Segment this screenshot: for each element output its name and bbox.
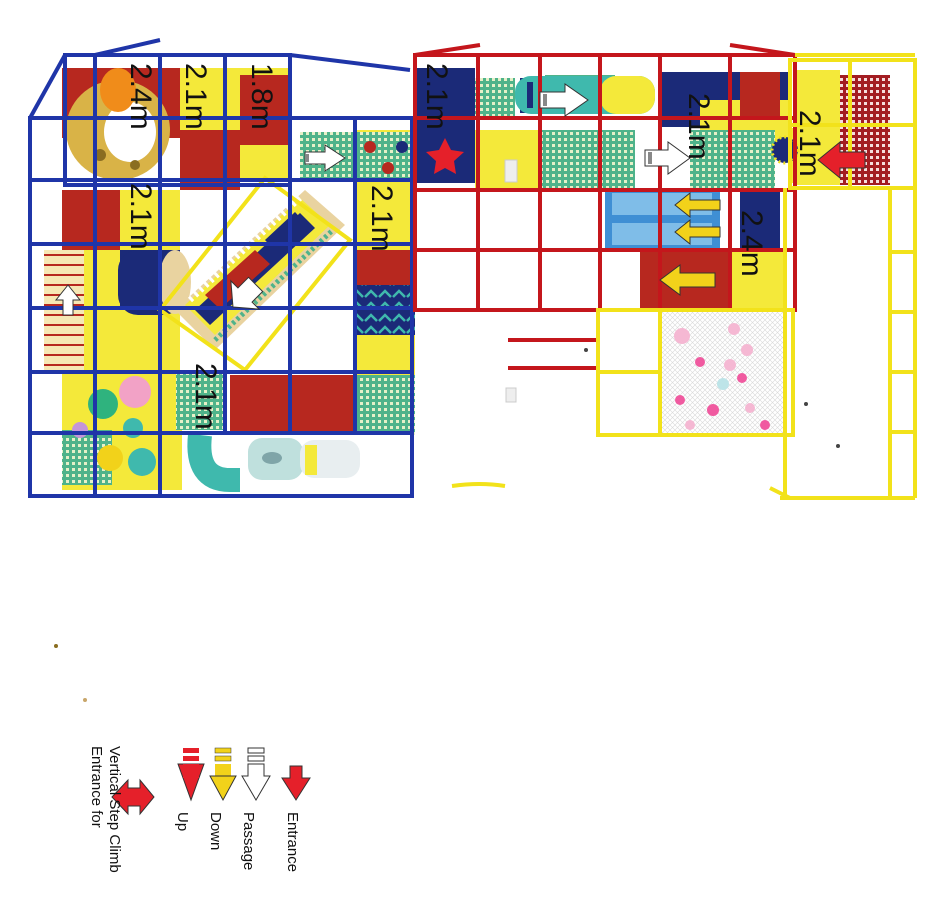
passage-arrow xyxy=(644,141,691,175)
height-label: 2.1m xyxy=(179,63,212,130)
diagonal-stair-ramp xyxy=(175,190,345,350)
legend-passage-icon xyxy=(241,747,271,801)
debris-dot xyxy=(584,348,588,352)
red-frame xyxy=(413,43,797,370)
white-block xyxy=(504,159,518,183)
height-label: 2.4m xyxy=(735,210,768,277)
turquoise-tube-slide xyxy=(187,433,360,492)
yellow-bar xyxy=(451,482,506,488)
ball-decor xyxy=(396,141,408,153)
height-label: 2.1m xyxy=(793,110,826,177)
passage-arrow xyxy=(539,83,589,117)
direction-arrows xyxy=(54,83,866,316)
height-label: 2.1m xyxy=(124,183,157,250)
height-labels: 2.4m 2.1m 1.8m 2.1m 2.1m 2.1m 2.1m 2.1m … xyxy=(124,63,826,430)
debris-dot xyxy=(54,644,58,648)
debris-dot xyxy=(804,402,808,406)
legend: Entrance for Vertical Step Climb Up Down… xyxy=(88,746,311,873)
passage-arrow xyxy=(230,276,264,310)
height-label: 2.1m xyxy=(420,63,453,130)
blue-frame xyxy=(28,38,414,498)
horizontal-crawl-tube xyxy=(515,76,655,114)
up-arrow xyxy=(54,284,82,316)
height-label: 2.1m xyxy=(682,93,715,160)
ball-pit xyxy=(658,308,787,437)
down-arrow xyxy=(659,264,716,296)
wave-slide xyxy=(605,190,720,248)
vertical-step-entrance-icon xyxy=(111,778,155,816)
debris-dot xyxy=(83,698,87,702)
legend-up-label: Up xyxy=(174,812,191,831)
star-panel xyxy=(426,138,464,174)
down-arrow xyxy=(674,191,721,219)
height-label: 1.8m xyxy=(245,63,278,130)
down-arrow xyxy=(674,218,721,246)
height-label: 2.4m xyxy=(124,63,157,130)
legend-vertical-step-label: Entrance for xyxy=(88,746,105,828)
legend-vertical-step-label-line2: Vertical Step Climb xyxy=(106,746,123,873)
legend-vertical-step-line1: Entrance for Vertical Step Climb xyxy=(88,746,123,873)
height-label: 2.1m xyxy=(189,363,222,430)
legend-down-label: Down xyxy=(207,812,224,850)
legend-up-icon xyxy=(177,748,205,802)
legend-entrance-label: Entrance xyxy=(284,812,301,872)
height-label: 2.1m xyxy=(365,185,398,252)
legend-entrance-icon xyxy=(281,765,311,801)
debris-dot xyxy=(836,444,840,448)
yellow-diamond-frame xyxy=(157,175,353,373)
ball-decor xyxy=(364,141,376,153)
legend-down-icon xyxy=(209,747,237,802)
yellow-frame xyxy=(596,53,917,500)
passage-arrow xyxy=(304,144,346,172)
entrance-arrow xyxy=(817,140,866,180)
legend-passage-label: Passage xyxy=(240,812,257,870)
white-block xyxy=(505,387,517,403)
ball-decor xyxy=(382,162,394,174)
spiral-tube-slide xyxy=(66,68,170,180)
